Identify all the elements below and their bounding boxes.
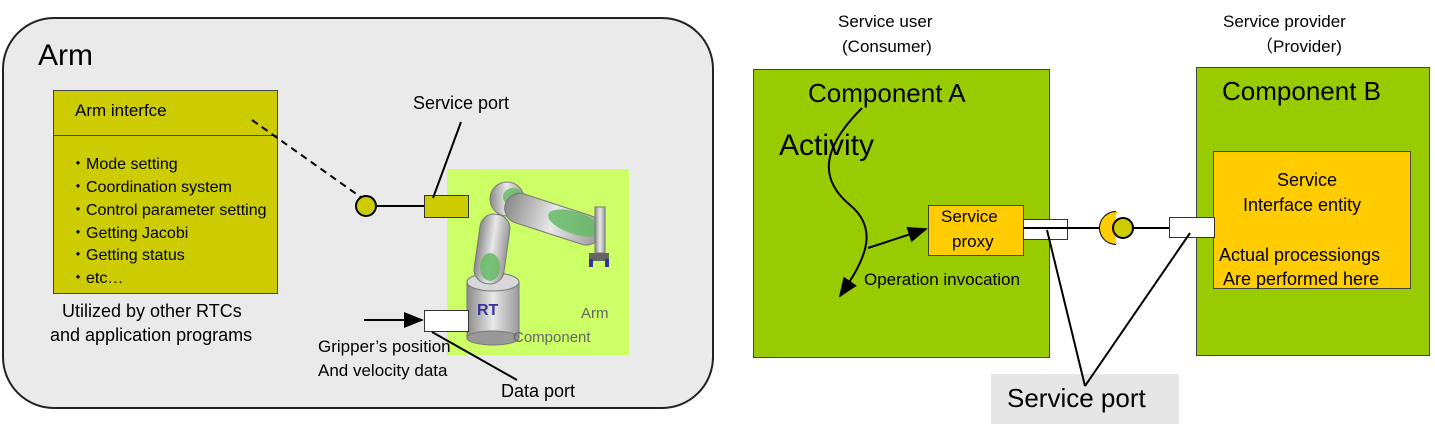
robot-logo-text: RT <box>477 302 499 319</box>
data-port <box>424 310 469 332</box>
service-port-label: Service port <box>413 93 510 113</box>
activity-curve <box>827 107 868 298</box>
invocation-arrow <box>867 227 928 249</box>
service-interface-label: Are performed here <box>1223 269 1380 289</box>
interface-link-line <box>251 119 363 199</box>
service-interface-icon <box>355 195 377 217</box>
service-port-label: Service port <box>1007 383 1146 413</box>
component-a-service-port <box>1023 219 1068 240</box>
activity-label: Activity <box>779 129 875 162</box>
interface-item: ・Control parameter setting <box>70 202 267 219</box>
service-proxy-label: Service <box>941 207 998 226</box>
service-interface-label: Interface entity <box>1243 195 1362 215</box>
interface-item: ・Getting status <box>70 247 185 264</box>
component-a-title: Component A <box>808 78 966 108</box>
service-port-pointer-a <box>1046 229 1086 387</box>
gripper-data-label: And velocity data <box>318 361 448 380</box>
service-interface-label: Actual processiongs <box>1219 245 1381 265</box>
provider-label: （Provider) <box>1256 37 1342 56</box>
interface-item: ・etc… <box>70 270 124 287</box>
arm-title: Arm <box>38 39 93 72</box>
provided-interface-ball-icon <box>1112 217 1134 239</box>
robot-arm-icon: RT <box>466 181 609 346</box>
arm-interface-title: Arm interfce <box>75 101 167 120</box>
component-b-service-port <box>1169 217 1215 238</box>
service-port-pointer-b <box>1084 232 1191 387</box>
utilized-caption-line: and application programs <box>50 325 253 345</box>
utilized-caption-line: Utilized by other RTCs <box>62 301 242 321</box>
arm-component-label: Arm <box>581 305 609 322</box>
provider-label: Service provider <box>1223 12 1346 31</box>
service-port-leader <box>432 121 462 199</box>
interface-item: ・Mode setting <box>70 156 178 173</box>
data-port-leader <box>431 331 518 381</box>
consumer-label: (Consumer) <box>842 37 932 56</box>
service-port <box>424 195 469 218</box>
consumer-label: Service user <box>838 12 933 31</box>
data-port-label: Data port <box>501 381 576 401</box>
service-interface-label: Service <box>1277 170 1338 190</box>
interface-item: ・Getting Jacobi <box>70 225 189 242</box>
service-proxy-box <box>928 205 1024 256</box>
gripper-data-label: Gripper’s position <box>318 337 451 356</box>
component-b-title: Component B <box>1222 76 1381 106</box>
arm-interface-box <box>53 90 278 294</box>
arm-component-label: Component <box>513 329 591 346</box>
interface-item: ・Coordination system <box>70 179 232 196</box>
interface-divider <box>53 135 278 136</box>
service-proxy-label: proxy <box>952 232 994 251</box>
operation-invocation-label: Operation invocation <box>864 270 1020 289</box>
